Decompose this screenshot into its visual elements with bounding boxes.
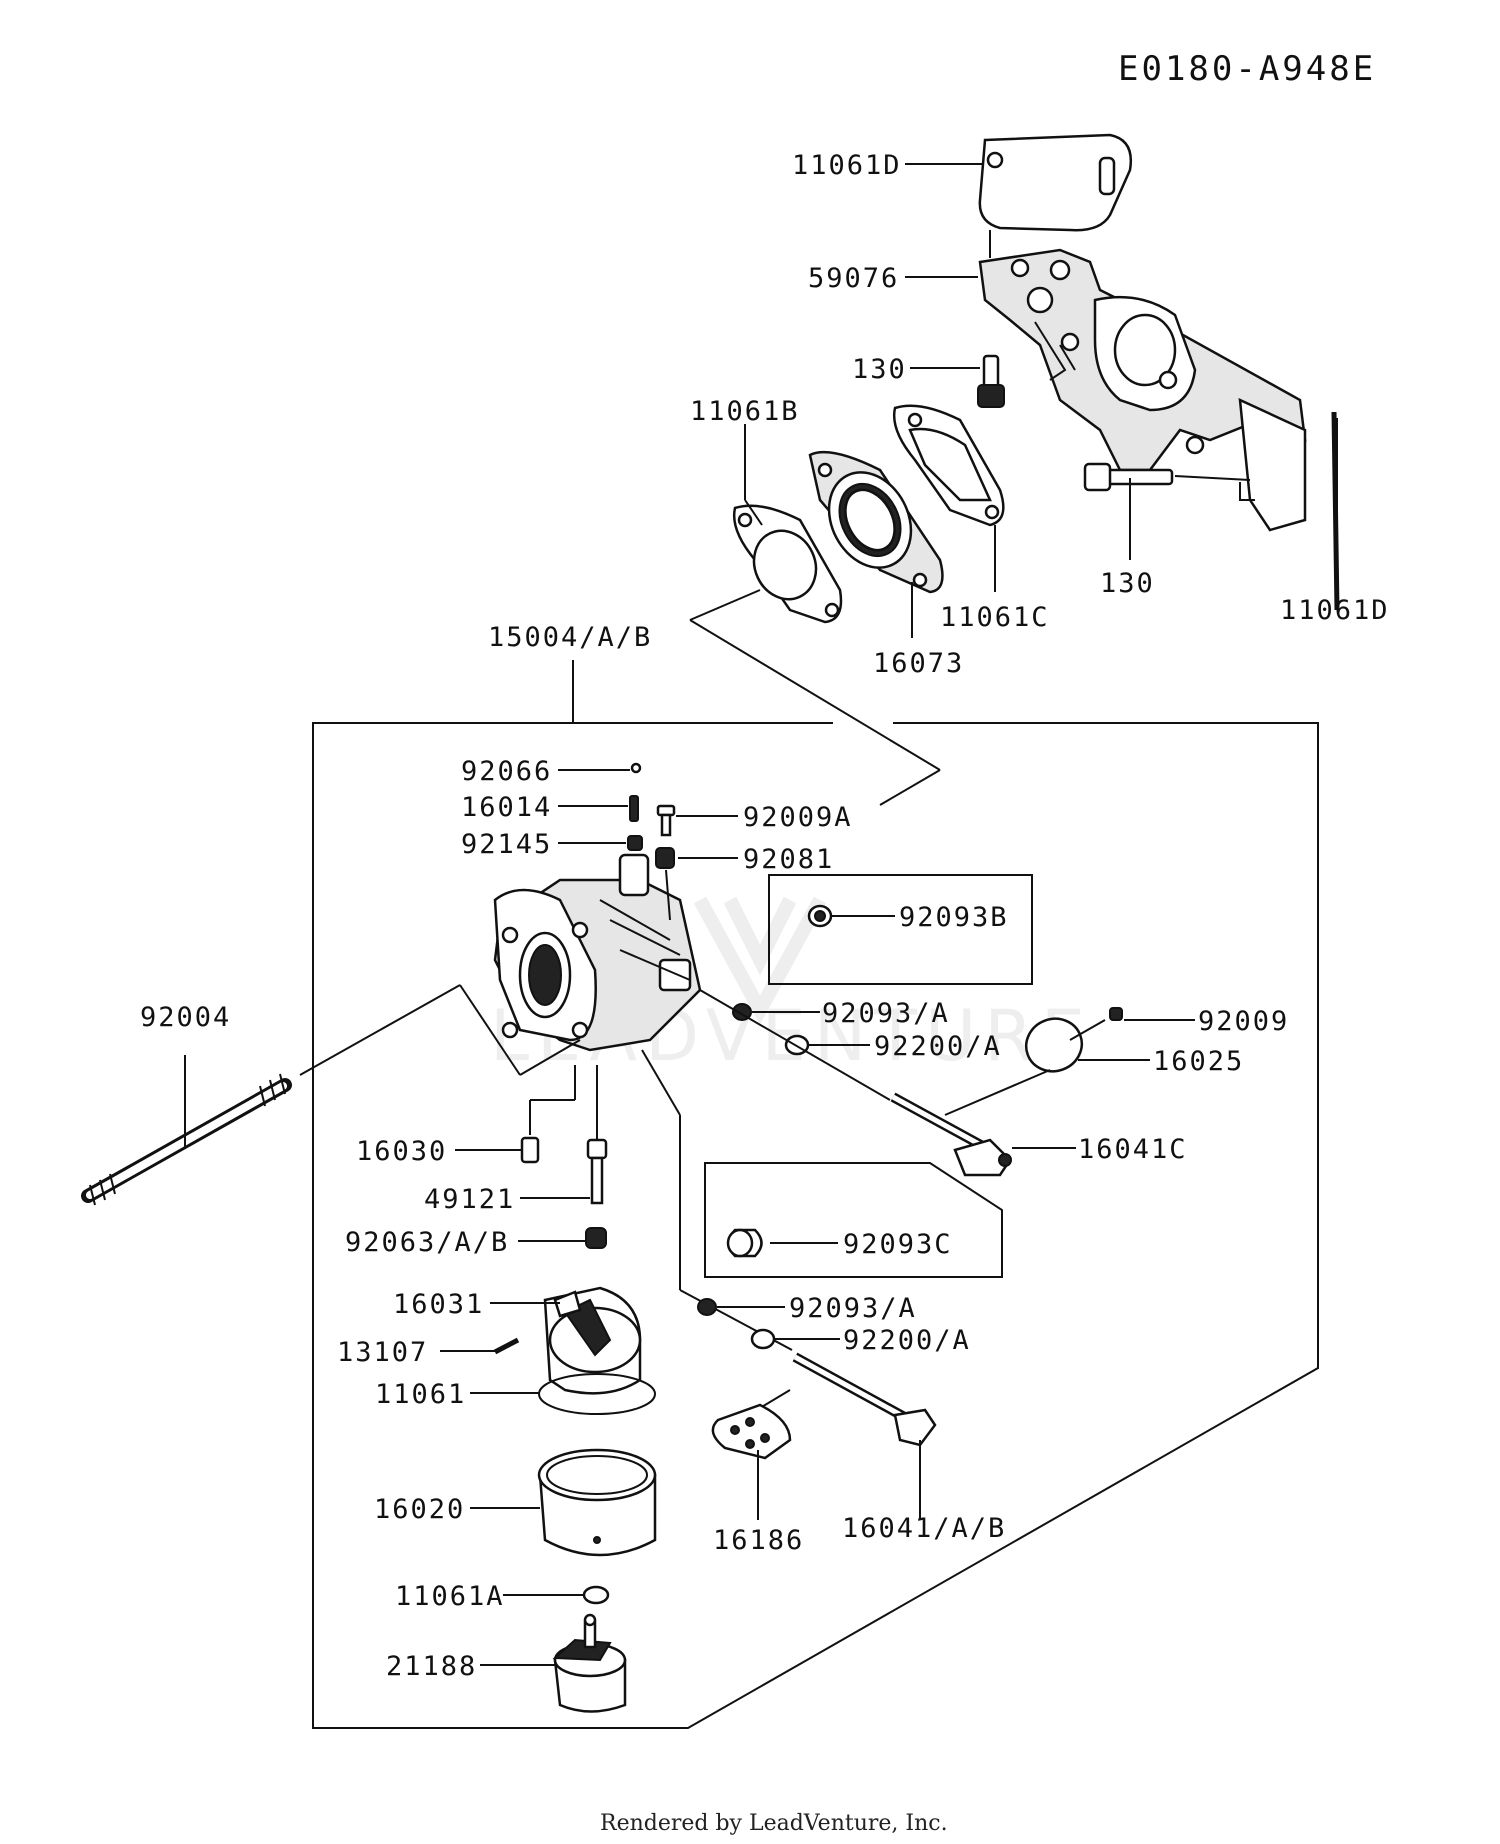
connector-lines-upper	[689, 589, 941, 806]
part-130-bolt-a	[977, 354, 1005, 408]
part-92093C-seal	[726, 1228, 763, 1258]
part-16030-jet	[520, 1136, 540, 1164]
part-16031-float	[543, 1286, 642, 1395]
rendered-by-credit: Rendered by LeadVenture, Inc.	[600, 1811, 948, 1836]
diagram-reference-code: E0180-A948E	[1118, 49, 1376, 89]
label-11061A: 11061A	[395, 1581, 505, 1612]
inset-box-92093C	[704, 1162, 1003, 1278]
part-16020-float-bowl	[537, 1448, 657, 1557]
part-92145-spring	[627, 835, 643, 851]
label-92063: 92063/A/B	[345, 1227, 509, 1258]
part-labels: 11061D 59076 130 11061B 130 11061D 11061…	[140, 150, 1390, 1682]
label-16031: 16031	[393, 1289, 484, 1320]
label-16014: 16014	[461, 792, 552, 823]
label-11061B: 11061B	[690, 396, 800, 427]
inset-box-92093B	[768, 874, 1033, 985]
part-16073-insulator	[808, 450, 944, 594]
part-92066-pin	[630, 762, 642, 774]
part-16186-plate	[711, 1403, 792, 1460]
part-92093A-seal-2	[697, 1298, 717, 1316]
label-11061C: 11061C	[940, 602, 1050, 633]
part-11061D-gasket-top	[978, 133, 1133, 258]
label-16073: 16073	[873, 648, 964, 679]
part-carburetor-body	[493, 853, 702, 1052]
label-92066: 92066	[461, 756, 552, 787]
label-92093B: 92093B	[899, 902, 1009, 933]
part-92063-jet	[585, 1227, 607, 1249]
label-92093C: 92093C	[843, 1229, 953, 1260]
label-92093A-2: 92093/A	[789, 1293, 917, 1324]
label-16025: 16025	[1153, 1046, 1244, 1077]
part-11061C-gasket	[892, 404, 1005, 527]
part-16014-screw	[629, 795, 639, 822]
part-92004-stud	[81, 984, 581, 1206]
part-130-bolt-b	[1083, 462, 1255, 501]
part-16025-plate	[944, 1017, 1084, 1116]
label-16020: 16020	[374, 1494, 465, 1525]
label-130-b: 130	[1100, 568, 1155, 599]
label-49121: 49121	[424, 1184, 515, 1215]
part-92009A-screw	[656, 804, 676, 837]
part-21188-solenoid	[552, 1613, 627, 1713]
label-92200A-1: 92200/A	[874, 1031, 1002, 1062]
part-16041C-shaft	[890, 1092, 1012, 1177]
label-92009: 92009	[1198, 1006, 1289, 1037]
label-92081: 92081	[743, 844, 834, 875]
part-49121-pipe	[586, 1138, 608, 1205]
label-11061D-right: 11061D	[1280, 595, 1390, 626]
leader-lines	[184, 163, 1338, 1666]
label-16041C: 16041C	[1078, 1134, 1188, 1165]
label-15004: 15004/A/B	[488, 622, 652, 653]
label-92145: 92145	[461, 829, 552, 860]
label-92009A: 92009A	[743, 802, 853, 833]
part-92081-spring	[655, 847, 675, 921]
part-13107-pin	[493, 1337, 520, 1355]
carburetor-assembly-boundary	[312, 722, 1319, 1729]
part-92200A-washer-2	[750, 1328, 776, 1350]
label-13107: 13107	[337, 1337, 428, 1368]
label-92004: 92004	[140, 1002, 231, 1033]
part-92009-screw	[1069, 1007, 1123, 1041]
label-92093A-1: 92093/A	[822, 998, 950, 1029]
label-21188: 21188	[386, 1651, 477, 1682]
part-11061B-gasket	[732, 504, 843, 624]
label-92200A-2: 92200/A	[843, 1325, 971, 1356]
label-11061D-top: 11061D	[792, 150, 902, 181]
label-16030: 16030	[356, 1136, 447, 1167]
part-59076-intake-manifold	[978, 248, 1307, 532]
label-130-a: 130	[852, 354, 907, 385]
part-11061A-gasket	[582, 1585, 610, 1605]
label-59076: 59076	[808, 263, 899, 294]
label-16041AB: 16041/A/B	[842, 1513, 1006, 1544]
label-16186: 16186	[713, 1525, 804, 1556]
part-92093B-seal	[807, 904, 833, 928]
label-11061: 11061	[375, 1379, 466, 1410]
